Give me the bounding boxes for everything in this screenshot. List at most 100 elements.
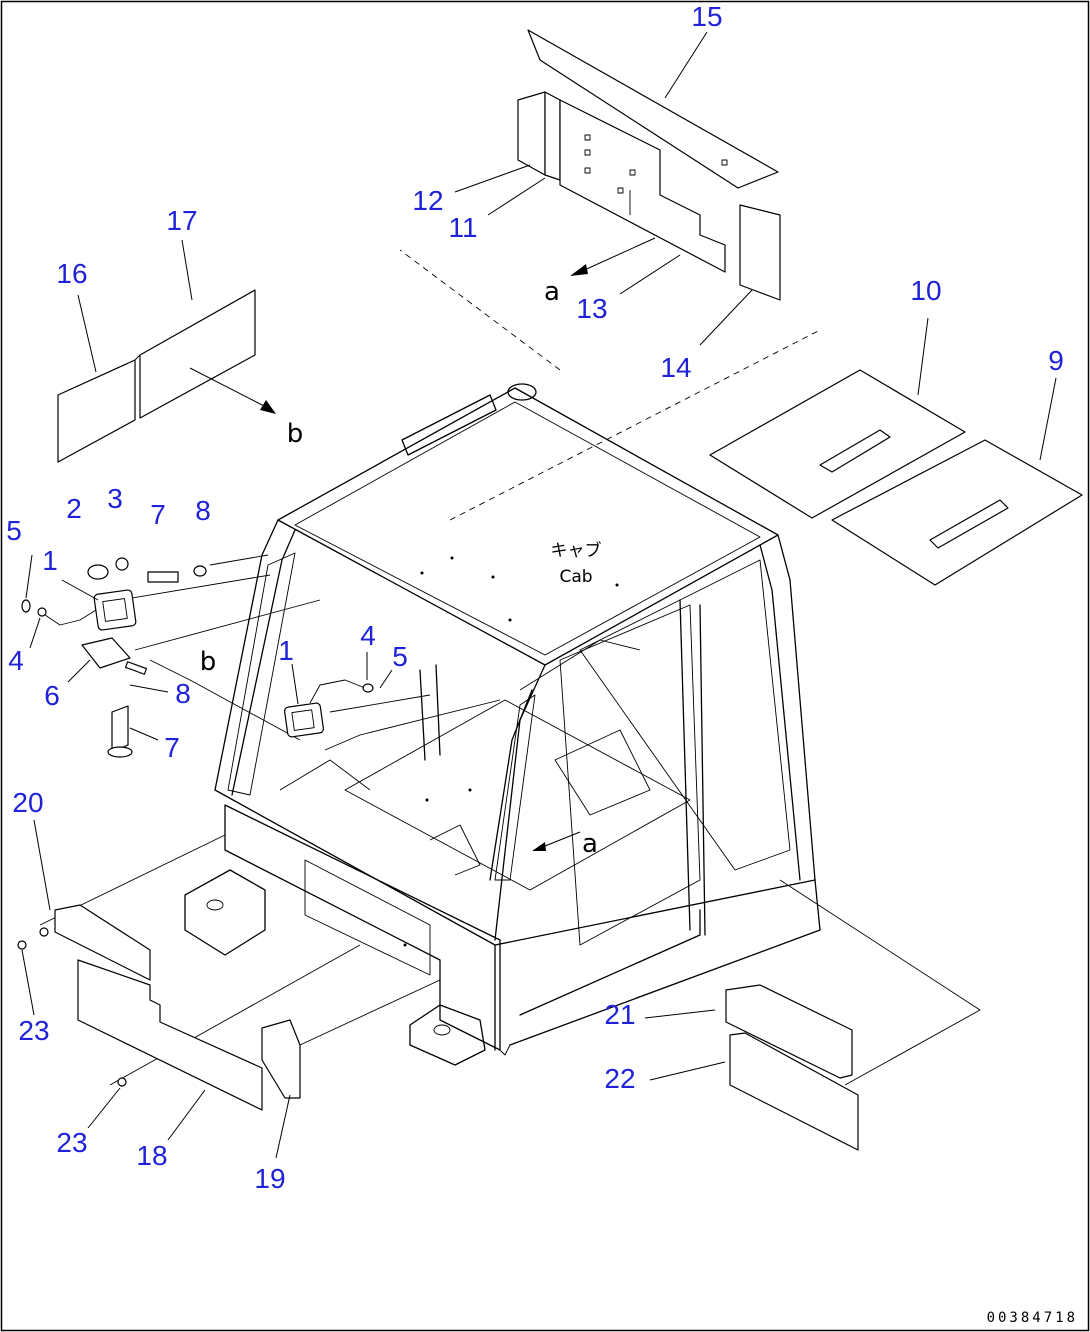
callout-18: 18 bbox=[136, 1140, 167, 1171]
guide-b-mid bbox=[189, 679, 301, 741]
lower-panels-group bbox=[17, 904, 301, 1111]
cab-roof bbox=[277, 387, 779, 666]
guide-lower-center bbox=[109, 944, 361, 1086]
bracket-6 bbox=[81, 637, 131, 669]
arrow-a-top-head bbox=[570, 264, 588, 276]
callouts: 15 12 11 13 14 10 9 16 17 2 3 7 8 5 1 4 … bbox=[6, 1, 1064, 1194]
nut-2 bbox=[87, 564, 109, 580]
callout-22: 22 bbox=[604, 1063, 635, 1094]
left-insulation-group bbox=[57, 289, 256, 463]
leader-1 bbox=[61, 579, 99, 601]
mount-right-hole bbox=[433, 1024, 451, 1036]
callout-7-low: 7 bbox=[164, 732, 180, 763]
dot bbox=[420, 571, 424, 575]
floor-plate bbox=[344, 699, 691, 891]
screw-23-upper bbox=[17, 940, 27, 950]
mount-left-hole bbox=[206, 899, 224, 911]
hole bbox=[584, 134, 591, 141]
guide-roof-to-mats bbox=[449, 329, 821, 521]
leader-8-low bbox=[129, 684, 169, 693]
arrow-a-mid-head bbox=[532, 842, 546, 851]
leader-5-cab bbox=[379, 669, 393, 689]
leader-12 bbox=[454, 164, 531, 193]
hole bbox=[629, 169, 636, 176]
panel-22 bbox=[729, 1032, 859, 1151]
callout-17: 17 bbox=[166, 205, 197, 236]
cap-5 bbox=[21, 599, 31, 613]
dot bbox=[508, 618, 512, 622]
panel-11 bbox=[559, 99, 726, 273]
work-lamp-1-cab-lens bbox=[291, 709, 315, 731]
leader-16 bbox=[77, 294, 97, 373]
leader-10 bbox=[917, 317, 929, 396]
screw-23-upper-b bbox=[39, 927, 49, 937]
dot bbox=[425, 798, 429, 802]
left-window-frame bbox=[227, 552, 296, 796]
leader-22 bbox=[649, 1061, 726, 1081]
callout-12: 12 bbox=[412, 185, 443, 216]
leader-19 bbox=[275, 1094, 291, 1159]
front-right-post-inner bbox=[489, 689, 533, 881]
arrow-a-mid-shaft bbox=[539, 831, 581, 849]
callout-8-top: 8 bbox=[195, 495, 211, 526]
leader-20 bbox=[33, 819, 51, 911]
post-foot bbox=[499, 1044, 511, 1056]
detail-dots bbox=[403, 556, 619, 947]
cab-roof-inner bbox=[294, 401, 761, 656]
inner-bracket bbox=[429, 824, 481, 876]
callout-23-lower: 23 bbox=[56, 1127, 87, 1158]
callout-19: 19 bbox=[254, 1163, 285, 1194]
callout-8-low: 8 bbox=[175, 678, 191, 709]
guide-floor-mat bbox=[779, 879, 981, 1086]
leader-9 bbox=[1039, 377, 1057, 461]
cab-lamp-guide bbox=[329, 694, 431, 713]
markers: a b b a bbox=[200, 277, 598, 859]
arrow-a-mid bbox=[532, 831, 581, 851]
floor-rail bbox=[324, 699, 501, 751]
callout-16: 16 bbox=[56, 258, 87, 289]
bolt-7-low-head bbox=[107, 746, 133, 758]
panel-16 bbox=[57, 359, 136, 463]
cab-label-en: Cab bbox=[559, 567, 592, 587]
rear-right-post-inner bbox=[759, 544, 801, 881]
arrow-a-top bbox=[570, 237, 656, 276]
hole bbox=[584, 149, 591, 156]
front-left-post bbox=[214, 519, 279, 791]
guide-bolt bbox=[209, 554, 269, 566]
bolt-8-low bbox=[124, 661, 148, 675]
front-left-post-inner bbox=[231, 529, 296, 796]
guide-roof-to-top bbox=[399, 249, 561, 371]
dot bbox=[491, 575, 495, 579]
front-lower-panel bbox=[304, 859, 431, 976]
leader-1-cab bbox=[291, 663, 299, 705]
lamp-wire bbox=[44, 609, 97, 626]
callout-11: 11 bbox=[448, 212, 477, 243]
callout-10: 10 bbox=[910, 275, 941, 306]
floor-mat-group bbox=[709, 369, 1083, 586]
drawing-code: 00384718 bbox=[987, 1310, 1078, 1326]
dot bbox=[450, 556, 454, 560]
callout-13: 13 bbox=[576, 293, 607, 324]
leader-lines bbox=[21, 31, 1057, 1159]
panel-15 bbox=[527, 29, 779, 189]
front-lower-box bbox=[224, 804, 501, 1051]
cab-lamp-wire bbox=[309, 679, 366, 704]
callout-5-cab: 5 bbox=[392, 641, 408, 672]
callout-1-cab: 1 bbox=[278, 635, 294, 666]
mat-9-slot bbox=[929, 499, 1009, 549]
hole bbox=[584, 167, 591, 174]
leader-4 bbox=[29, 617, 41, 649]
panel-14 bbox=[739, 204, 781, 301]
dot bbox=[468, 788, 472, 792]
leader-15 bbox=[664, 31, 708, 99]
rear-window-frame bbox=[559, 604, 701, 946]
callout-6: 6 bbox=[44, 680, 60, 711]
marker-a-top: a bbox=[544, 277, 560, 307]
washer-3 bbox=[115, 557, 129, 571]
panel-12-side bbox=[544, 91, 561, 181]
leader-11 bbox=[487, 177, 546, 216]
bolt-7-top bbox=[147, 571, 179, 583]
mount-left bbox=[184, 869, 266, 956]
